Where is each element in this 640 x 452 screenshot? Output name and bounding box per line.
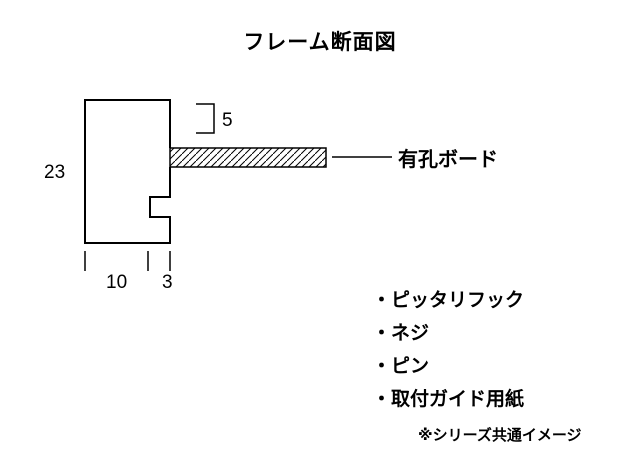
page-title: フレーム断面図	[243, 31, 397, 54]
accessory-list: ・ピッタリフック ・ネジ ・ピン ・取付ガイド用紙	[372, 284, 524, 416]
perforated-board-section	[169, 147, 327, 168]
dimension-width-main-label: 10	[106, 272, 128, 293]
perforated-board-label: 有孔ボード	[398, 149, 498, 171]
dimension-lip-depth-label: 5	[222, 110, 233, 131]
list-item: ・取付ガイド用紙	[372, 389, 525, 410]
frame-profile-outline	[84, 99, 171, 244]
list-item: ・ピン	[372, 356, 430, 377]
dimension-height-label: 23	[44, 162, 66, 183]
list-item: ・ピッタリフック	[372, 290, 525, 311]
dimension-bracket-5	[196, 103, 215, 134]
series-common-note: ※シリーズ共通イメージ	[418, 427, 582, 444]
dimension-width-lip-label: 3	[162, 272, 173, 293]
list-item: ・ネジ	[372, 323, 430, 344]
